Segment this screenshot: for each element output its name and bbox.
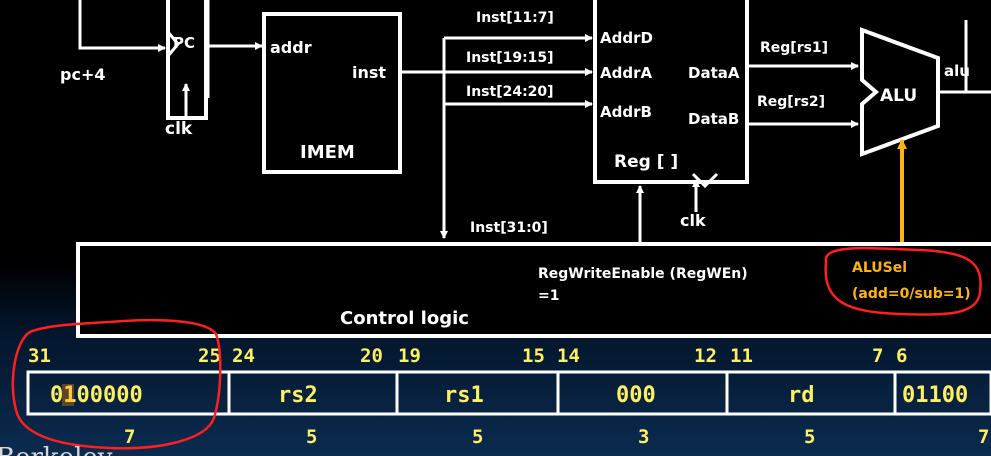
bit-14: 14	[557, 345, 580, 367]
reg-clk-label: clk	[680, 211, 706, 230]
bit-24: 24	[232, 345, 255, 367]
pc-clock-triangle	[166, 31, 180, 57]
funct7-annotation-circle	[11, 318, 222, 450]
berkeley-footer: Berkeley	[0, 443, 113, 456]
reg-dataa-label: DataA	[688, 64, 740, 82]
width-opcode: 7	[978, 426, 989, 448]
imem-block	[262, 12, 402, 174]
reg-addrb-label: AddrB	[600, 103, 652, 121]
reg-name: Reg [ ]	[614, 152, 678, 172]
register-file-block	[593, 0, 749, 184]
bit-20: 20	[360, 345, 383, 367]
inst-31-0-label: Inst[31:0]	[470, 220, 548, 236]
bit-15: 15	[522, 345, 545, 367]
reg-rs2-label: Reg[rs2]	[757, 94, 825, 110]
field-rd: rd	[788, 383, 815, 408]
bit-12: 12	[694, 345, 717, 367]
regwen-label-line1: RegWriteEnable (RegWEn)	[538, 266, 748, 282]
field-funct3: 000	[616, 383, 656, 408]
reg-addra-label: AddrA	[600, 64, 652, 82]
regwen-label-line2: =1	[538, 288, 559, 304]
alusel-label-line1: ALUSel	[852, 260, 907, 276]
imem-name: IMEM	[300, 142, 355, 163]
inst-24-20-label: Inst[24:20]	[466, 84, 554, 100]
bit-7: 7	[872, 345, 883, 367]
width-rs2: 5	[306, 426, 317, 448]
alu-label: ALU	[880, 86, 917, 106]
field-rs2: rs2	[278, 383, 318, 408]
bit-19: 19	[398, 345, 421, 367]
field-opcode: 01100	[902, 383, 968, 408]
pc-clk-label: clk	[165, 119, 193, 139]
control-logic-label: Control logic	[340, 308, 469, 329]
bit-25: 25	[198, 345, 221, 367]
alu-output-label: alu	[944, 62, 970, 80]
imem-inst-label: inst	[352, 63, 386, 82]
bit-11: 11	[730, 345, 753, 367]
reg-datab-label: DataB	[688, 110, 739, 128]
inst-11-7-label: Inst[11:7]	[476, 10, 554, 26]
width-rs1: 5	[472, 426, 483, 448]
alusel-annotation-circle	[824, 246, 982, 316]
alusel-label-line2: (add=0/sub=1)	[852, 286, 971, 302]
width-funct7: 7	[124, 426, 135, 448]
reg-clock-triangle	[691, 172, 719, 189]
inst-19-15-label: Inst[19:15]	[466, 50, 554, 66]
reg-rs1-label: Reg[rs1]	[760, 40, 828, 56]
instruction-encoding-row	[26, 370, 991, 416]
bit-31: 31	[28, 345, 51, 367]
field-rs1: rs1	[444, 383, 484, 408]
width-rd: 5	[804, 426, 815, 448]
bit-6: 6	[896, 345, 907, 367]
pc-label: PC	[173, 34, 195, 52]
pc-plus4-label: pc+4	[60, 65, 105, 84]
width-funct3: 3	[638, 426, 649, 448]
alu-block	[860, 27, 940, 157]
reg-addrd-label: AddrD	[600, 29, 653, 47]
imem-addr-label: addr	[270, 38, 312, 57]
pc-plus4-wire	[78, 0, 166, 52]
control-logic-block	[76, 242, 991, 338]
highlighted-bit	[62, 384, 74, 406]
field-funct7: 0100000	[50, 383, 143, 408]
